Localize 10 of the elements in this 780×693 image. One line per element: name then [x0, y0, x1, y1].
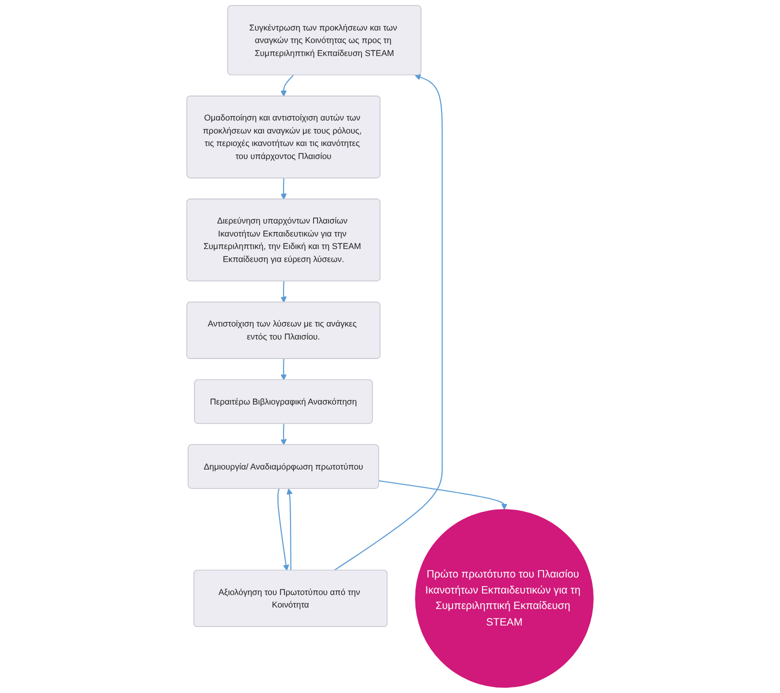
arrow — [286, 488, 293, 571]
arrow — [277, 488, 290, 571]
arrow — [280, 281, 287, 303]
arrow — [334, 74, 443, 571]
arrow — [280, 178, 287, 200]
arrow — [280, 74, 294, 97]
arrow — [378, 480, 508, 510]
node-circle: Πρώτο πρωτότυπο του Πλαισίου Ικανοτήτων Εκπαιδευτικών για τη Συμπεριληπτική Εκπαίδευση STEAM — [415, 509, 594, 688]
arrow — [280, 424, 287, 446]
arrow — [280, 358, 287, 380]
